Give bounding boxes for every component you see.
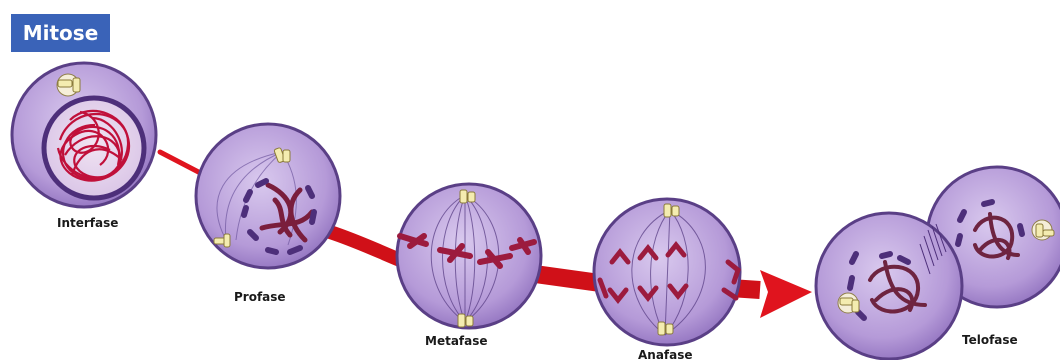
stage-label-profase: Profase xyxy=(234,290,286,304)
stage-label-metafase: Metafase xyxy=(425,334,488,348)
cell-profase xyxy=(196,124,340,268)
cell-interfase xyxy=(12,63,156,207)
stage-label-interfase: Interfase xyxy=(57,216,118,230)
cell-anafase xyxy=(594,199,740,345)
stage-label-telofase: Telofase xyxy=(962,333,1018,347)
cell-metafase xyxy=(397,184,541,328)
cell-telofase xyxy=(816,167,1060,359)
